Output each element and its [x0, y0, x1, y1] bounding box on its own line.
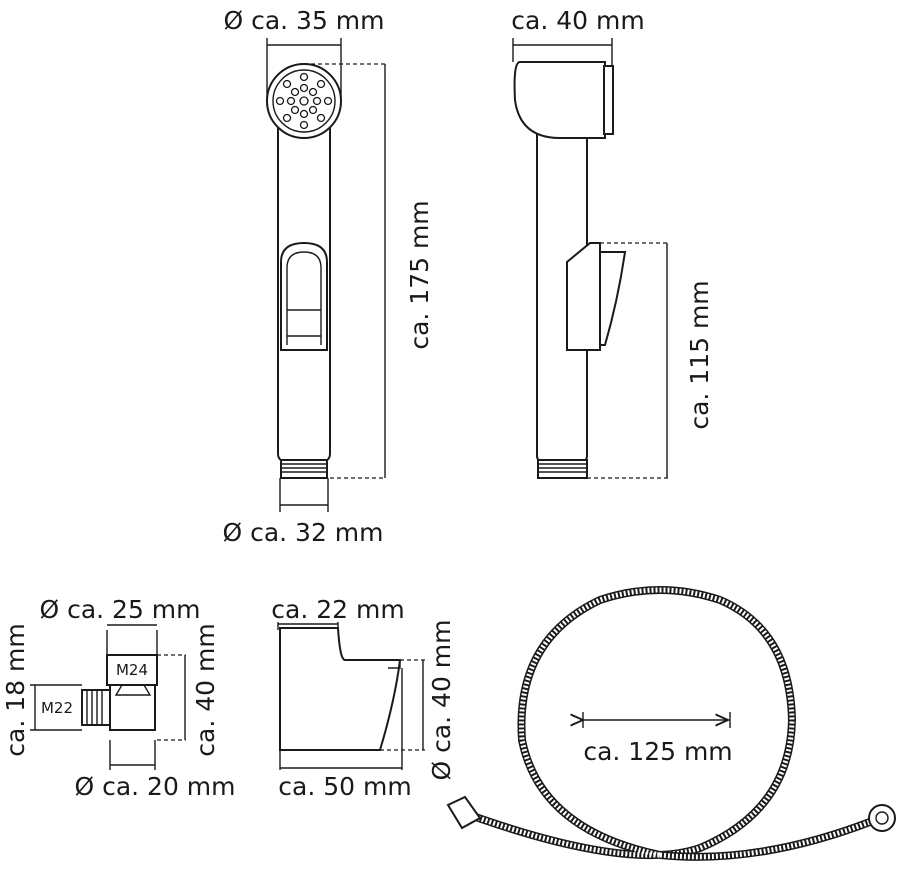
spray-holes: [275, 72, 333, 130]
adapter-side-height-label: ca. 18 mm: [1, 623, 30, 756]
angle-adapter: [30, 624, 186, 770]
handset-front-view: [266, 38, 386, 512]
holder-bottom-width-label: ca. 50 mm: [278, 772, 411, 801]
hose-length-label: ca. 125 mm: [583, 737, 732, 766]
side-head-depth-label: ca. 40 mm: [511, 6, 644, 35]
adapter-height-label: ca. 40 mm: [191, 623, 220, 756]
front-base-diameter-label: Ø ca. 32 mm: [222, 518, 383, 547]
handset-side-view: [512, 38, 668, 479]
wall-holder: [277, 622, 425, 770]
side-trigger-height-label: ca. 115 mm: [685, 280, 714, 429]
front-length-label: ca. 175 mm: [405, 200, 434, 349]
adapter-thread-side-label: M22: [41, 699, 73, 717]
front-head-diameter-label: Ø ca. 35 mm: [223, 6, 384, 35]
hose: [446, 586, 896, 861]
holder-diameter-label: Ø ca. 40 mm: [427, 619, 456, 780]
holder-top-width-label: ca. 22 mm: [271, 595, 404, 624]
adapter-bottom-diameter-label: Ø ca. 20 mm: [74, 772, 235, 801]
adapter-top-diameter-label: Ø ca. 25 mm: [39, 595, 200, 624]
adapter-thread-top-label: M24: [116, 661, 148, 679]
